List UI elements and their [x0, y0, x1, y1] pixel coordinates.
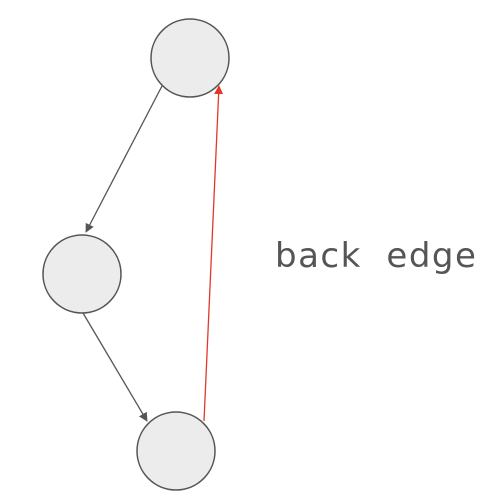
- edge-middle-to-bottom: [82, 312, 148, 422]
- back-edge-bottom-to-top: [203, 85, 224, 422]
- back-edge-label: back edge: [275, 236, 478, 276]
- node-bottom: [136, 411, 216, 491]
- node-middle: [42, 234, 122, 314]
- edge-top-to-middle: [85, 85, 163, 233]
- node-top: [150, 18, 230, 98]
